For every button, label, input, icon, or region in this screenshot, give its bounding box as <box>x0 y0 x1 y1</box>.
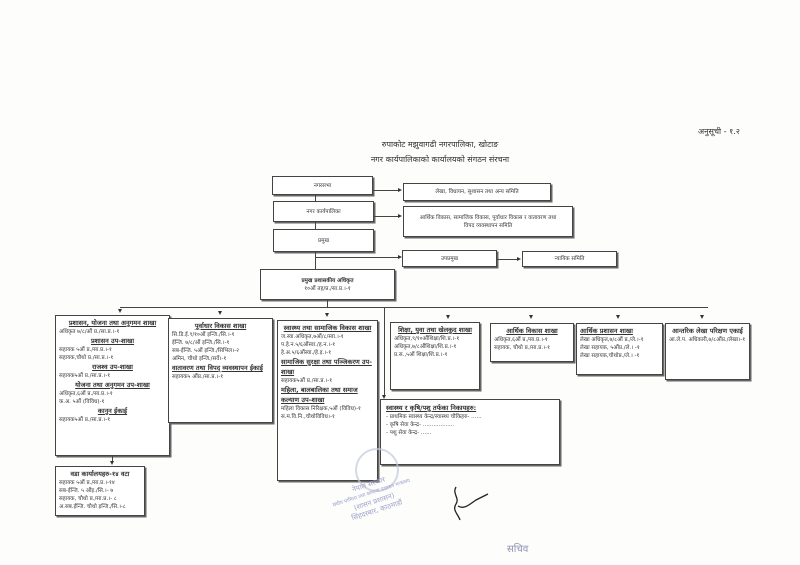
branch-economic: आर्थिक विकास शाखा अधिकृत,६औं प्र./सा.प्र… <box>490 323 574 362</box>
arrow-icon <box>616 315 620 319</box>
box-cao: प्रमुख प्रशासकीय अधिकृत १०औं तह/प्र./सा.… <box>260 269 395 300</box>
connector <box>497 259 518 261</box>
arrow-icon <box>398 255 402 259</box>
post: लेखा सहायक,चौथोप्र./ले.। -१ <box>580 353 640 359</box>
post: सहायक ५औं प्र./सा.प्र.।-१४ <box>59 480 115 486</box>
box-upapramukh: उपप्रमुख <box>402 250 497 267</box>
offices-title: स्वास्थ्य र कृषि/पशु तर्फका निकायहरु: <box>386 404 477 412</box>
cao-sub: १०औं तह/प्र./सा.प्र.।-१ <box>304 285 351 292</box>
box-nagarsabha: नगरसभा <box>272 176 373 195</box>
arrow-icon <box>517 257 521 261</box>
branch-title: पूर्वाधार विकास शाखा <box>194 322 247 330</box>
box-nyayik-samiti: न्यायिक समिति <box>522 251 617 267</box>
branch-title: आर्थिक विकास शाखा <box>506 327 558 335</box>
post: सहायक५ औंप्र./सा.प्र.।-१ <box>172 374 224 380</box>
secretary-stamp: सचिव <box>507 544 529 555</box>
post: सि.डि.ई.९/१०औं इन्जि./सि.।-१ <box>172 332 235 338</box>
branch-finance: आर्थिक प्रशासन शाखा लेखा अधिकृत,७/८औं प्… <box>576 323 663 375</box>
box-pramukh: प्रमुख <box>273 229 374 252</box>
post: आ.ले.प. अधिकारी,७/८औंप्र./लेखा।-१ <box>669 337 746 343</box>
post: अधिकृत,६औं प्र./सा.प्र.।-१ <box>494 337 548 343</box>
branch-title: आर्थिक प्रशासन शाखा <box>580 327 633 335</box>
sub-branch-title: वातावरण तथा विपद् व्यवस्थापन ईकाई <box>172 364 263 372</box>
sub-branch-title: महिला, बालबालिका तथा समाज कल्याण उप-शाखा <box>281 386 358 404</box>
post: सहायक,चौथो प्र./सा.प्र.।-१ <box>59 355 114 361</box>
post: सब-ईन्जि. ५ औंइ./सि.।- ७ <box>59 488 114 494</box>
branch-title: स्वास्थ्य तथा सामाजिक विकास शाखा <box>283 324 372 332</box>
branch-title: शिक्षा, युवा तथा खेलकुद शाखा <box>398 326 472 334</box>
arrow-icon <box>382 395 386 399</box>
post: लेखा अधिकृत,७/८औं प्र./ले.।-१ <box>580 337 644 343</box>
arrow-icon <box>218 311 222 315</box>
connector <box>384 307 386 397</box>
office-item: - कृषि सेवा केन्द्र- .................. <box>386 422 455 428</box>
connector <box>373 190 399 192</box>
post: सहायक५औं प्र./सा.प्र.।-१ <box>59 417 111 423</box>
title-structure: नगर कार्यपालिकाको कार्यालयको संगठन संरचन… <box>370 155 510 164</box>
connector <box>327 300 329 307</box>
annex-label: अनुसूची - १.२ <box>698 127 740 136</box>
box-ward-offices: वडा कार्यालयहरु-१४ वटा सहायक ५औं प्र./सा… <box>55 466 145 516</box>
post: सहायक५औं प्र./सा.प्र.।-१ <box>59 373 111 379</box>
connector <box>315 252 317 269</box>
box-committee1: लेखा, विधायन, सुशासन तथा अन्य समिति <box>403 183 551 201</box>
post: हे.अ.५/६औंस्वा./हे.इ.।-१ <box>281 350 332 356</box>
post: स.म.वि.नि.,चौथोविविध।-१ <box>281 414 335 420</box>
connector <box>315 195 317 201</box>
sub-branch-title: प्रशासन उप-शाखा <box>90 337 135 345</box>
connector <box>315 257 399 259</box>
post: सब-ईन्जि. ५औं इन्जि./सिभिल।-२ <box>172 348 239 354</box>
post: ईन्जि. ७/८/औं इन्जि./सि.।-१ <box>172 340 230 346</box>
arrow-icon <box>446 315 450 319</box>
office-item: - पशु सेवा केन्द्र- ...... <box>386 430 432 436</box>
ward-title: वडा कार्यालयहरु-१४ वटा <box>70 470 130 478</box>
sub-branch-title: कानुन ईकाई <box>97 407 128 415</box>
post: प्र.स.,५औं शिक्षा/शि.प्र.।-१ <box>394 352 448 358</box>
arrow-icon <box>110 461 114 465</box>
branch-title: प्रशासन, योजना तथा अनुगमन शाखा <box>68 319 157 327</box>
post: अमिन, चौथो इन्जि./सर्वे।-१ <box>172 356 227 362</box>
post: प.हे.न.५/६औंस्वा./ह.न.।-१ <box>281 342 336 348</box>
branch-infrastructure: पूर्वाधार विकास शाखा सि.डि.ई.९/१०औं इन्ज… <box>168 318 273 423</box>
branch-education: शिक्षा, युवा तथा खेलकुद शाखा अधिकृत,९/१०… <box>390 322 480 390</box>
connector <box>315 222 317 229</box>
sub-branch-title: सामाजिक सुरक्षा तथा पञ्जिकरण उप-शाखा <box>281 358 372 376</box>
post: क.अ. ५औं (विविध)-१ <box>59 399 105 405</box>
branch-bus-line <box>120 307 708 309</box>
post: अधिकृत ७/८/औं प्र./सा.प्र.।-१ <box>59 329 120 335</box>
sub-branch-title: योजना तथा अनुगमन उप-शाखा <box>75 381 150 389</box>
branch-internal-audit: आन्तरिक लेखा परिक्षण एकाई आ.ले.प. अधिकार… <box>665 323 750 380</box>
sub-branch-title: राजश्व उप-शाखा <box>92 363 133 371</box>
connector <box>374 216 399 218</box>
arrow-icon <box>325 313 329 317</box>
box-health-agri-offices: स्वास्थ्य र कृषि/पशु तर्फका निकायहरु: - … <box>380 399 560 465</box>
title-municipality: रुपाकोट मझुवागढी नगरपालिका, खोटाङ <box>381 140 499 149</box>
post: अधिकृत,९/१०औंशिक्षा/शि.प्र.।-१ <box>394 336 460 342</box>
arrow-icon <box>398 214 402 218</box>
post: अधिकृत,७/८औंशिक्षा/शि.प्र.।-१ <box>394 344 457 350</box>
post: ज.स्वा.अधिकृत,७औं/८/स्वा.।-१ <box>281 334 344 340</box>
branch-title: आन्तरिक लेखा परिक्षण एकाई <box>672 327 743 335</box>
branch-admin: प्रशासन, योजना तथा अनुगमन शाखा अधिकृत ७/… <box>55 315 170 456</box>
post: अ.सब.ईन्जि. चौथो इन्जि./सि.।-८ <box>59 504 126 510</box>
box-committee2: आर्थिक विकास, सामाजिक विकास, पूर्वाधार व… <box>403 206 573 237</box>
connector <box>112 456 114 462</box>
post: अधिकृत,६औं प्र./सा.प्र.।-१ <box>59 391 113 397</box>
cao-title: प्रमुख प्रशासकीय अधिकृत <box>301 277 354 284</box>
emblem-seal-icon <box>355 448 399 492</box>
office-item: - प्राथमिक स्वास्थ्य केन्द्र/स्वास्थ्य च… <box>386 414 482 420</box>
arrow-icon <box>398 188 402 192</box>
arrow-icon <box>529 315 533 319</box>
arrow-icon <box>700 315 704 319</box>
post: सहायक, चौथो प्र./सा.प्र.।-१ <box>494 345 551 351</box>
post: लेखा सहायक, ५औंप्र./ले.। -१ <box>580 345 640 351</box>
post: सहायक, चौथो प्र./सा.प्र.।- ८ <box>59 496 117 502</box>
post: महिला विकास निरिक्षक,५औं (विविध)-१ <box>281 406 361 412</box>
arrow-icon <box>118 309 122 313</box>
signature-icon <box>454 486 489 521</box>
post: सहायक५औं प्र./सा.प्र.।-१ <box>281 378 333 384</box>
box-karyapalika: नगर कार्यपालिका <box>273 201 374 222</box>
post: सहायक ५औं प्र./सा.प्र.।-१ <box>59 347 112 353</box>
